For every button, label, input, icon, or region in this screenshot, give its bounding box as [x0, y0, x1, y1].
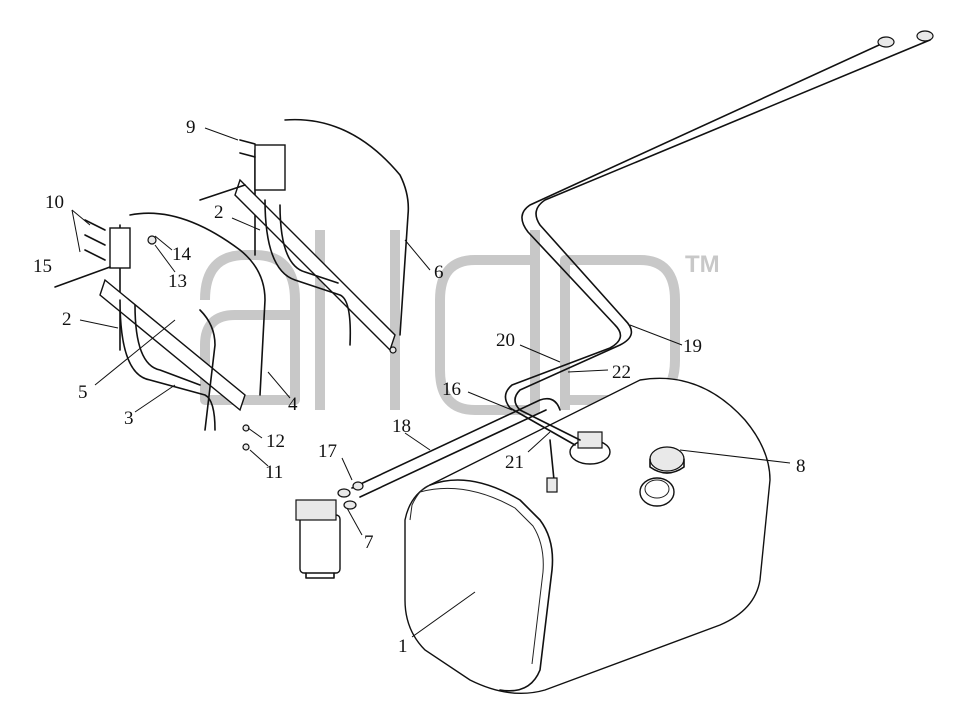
callout-2-front: 2 — [62, 309, 72, 330]
callout-9: 9 — [186, 117, 196, 138]
bolts — [54, 139, 397, 451]
callout-21: 21 — [505, 452, 524, 473]
filler-cap — [639, 446, 685, 507]
callout-1: 1 — [398, 636, 408, 657]
callout-6: 6 — [434, 262, 444, 283]
callout-8: 8 — [796, 456, 806, 477]
fuel-filter — [295, 481, 364, 579]
callout-18: 18 — [392, 416, 411, 437]
callout-15: 15 — [33, 256, 52, 277]
callout-16: 16 — [442, 379, 461, 400]
callout-7: 7 — [364, 532, 374, 553]
callout-2-rear: 2 — [214, 202, 224, 223]
callout-4: 4 — [288, 394, 298, 415]
callout-5: 5 — [78, 382, 88, 403]
callout-labels: 1 2 2 3 4 5 6 7 8 9 10 11 12 13 14 15 16… — [33, 117, 806, 657]
trademark-mark: TM — [685, 251, 720, 278]
fuel-tank — [404, 377, 771, 695]
callout-14: 14 — [172, 244, 192, 265]
sender-unit — [546, 431, 611, 493]
fuel-lines — [351, 30, 934, 498]
callout-11: 11 — [265, 462, 283, 483]
callout-3: 3 — [124, 408, 134, 429]
front-bracket — [99, 212, 266, 431]
callout-13: 13 — [168, 271, 187, 292]
callout-10: 10 — [45, 192, 64, 213]
callout-22: 22 — [612, 362, 631, 383]
callout-12: 12 — [266, 431, 285, 452]
callout-17: 17 — [318, 441, 337, 462]
callout-19: 19 — [683, 336, 702, 357]
callout-20: 20 — [496, 330, 515, 351]
leader-lines — [71, 127, 791, 638]
